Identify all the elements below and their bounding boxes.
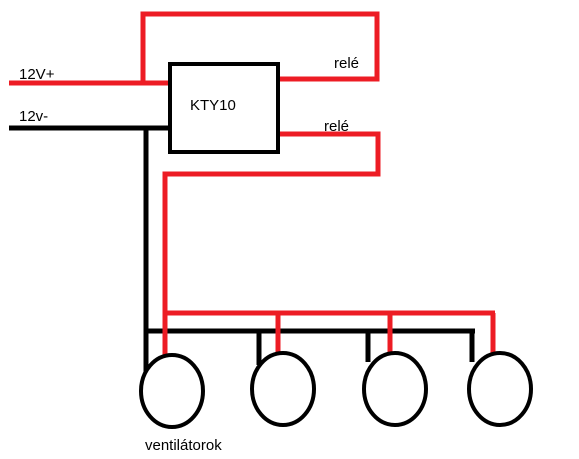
label-relay-bottom: relé [324,118,349,135]
kty10-box [168,62,280,154]
negative-wiring [9,125,475,374]
fans [139,351,533,429]
fan-2-circle [250,351,316,427]
positive-wiring [9,11,496,355]
label-relay-top: relé [334,55,359,72]
fan-3-circle [362,351,428,427]
fan-1-circle [139,353,205,429]
fan-4-circle [467,351,533,427]
relay-bottom-loop [162,131,381,355]
label-fans: ventilátorok [145,437,222,454]
label-kty10: KTY10 [190,97,236,114]
label-12v-minus: 12v- [19,108,48,125]
relay-top-loop [140,11,380,83]
label-12v-plus: 12V+ [19,66,55,83]
